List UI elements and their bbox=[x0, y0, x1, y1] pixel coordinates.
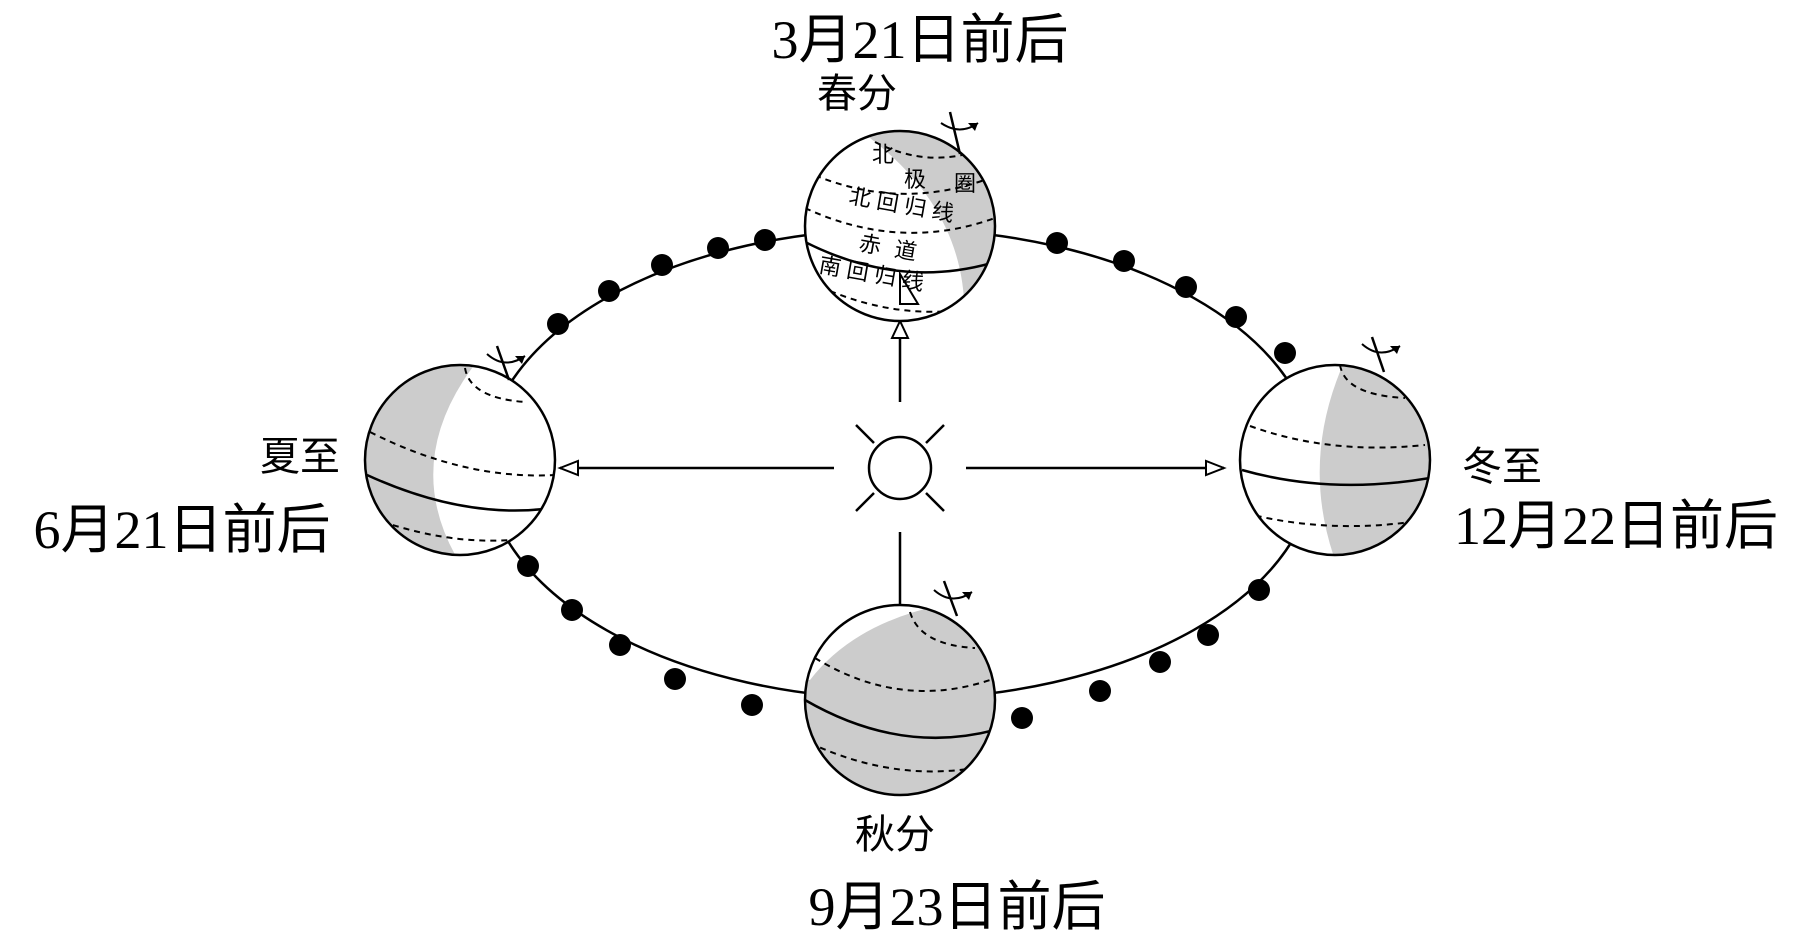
date-summer: 6月21日前后 bbox=[34, 500, 331, 560]
term-autumn: 秋分 bbox=[855, 812, 935, 858]
orbit-dot bbox=[1046, 232, 1068, 254]
label-arctic-3: 圈 bbox=[954, 172, 976, 197]
subsolar-marker bbox=[899, 270, 920, 305]
orbit-dot bbox=[1113, 250, 1135, 272]
date-spring: 3月21日前后 bbox=[772, 10, 1069, 70]
orbit-dot bbox=[1149, 651, 1171, 673]
orbit-dot bbox=[1011, 707, 1033, 729]
night-side bbox=[1319, 365, 1430, 555]
orbit-dots bbox=[517, 229, 1296, 729]
orbit-dot bbox=[547, 313, 569, 335]
night-side bbox=[365, 365, 478, 555]
date-autumn: 9月23日前后 bbox=[809, 877, 1106, 937]
sun-icon bbox=[867, 435, 933, 501]
orbit-dot bbox=[1089, 680, 1111, 702]
ray-arrowhead-top bbox=[890, 318, 910, 339]
ray-arrowhead-left bbox=[557, 459, 579, 477]
orbit-dot bbox=[741, 694, 763, 716]
orbit-dot bbox=[1248, 579, 1270, 601]
globe-autumn bbox=[803, 580, 997, 797]
label-arctic-1: 北 bbox=[872, 143, 894, 168]
orbit-dot bbox=[1175, 276, 1197, 298]
ray-arrowhead-right bbox=[1205, 459, 1227, 477]
orbit-dot bbox=[1225, 306, 1247, 328]
orbit-dot bbox=[664, 668, 686, 690]
orbit-dot bbox=[598, 280, 620, 302]
term-winter: 冬至 bbox=[1462, 444, 1542, 490]
orbit-dot bbox=[517, 555, 539, 577]
orbit-dot bbox=[651, 254, 673, 276]
date-winter: 12月22日前后 bbox=[1454, 496, 1778, 556]
orbit-dot bbox=[707, 237, 729, 259]
orbit-dot bbox=[1274, 342, 1296, 364]
term-spring: 春分 bbox=[817, 71, 897, 117]
orbit-dot bbox=[1197, 624, 1219, 646]
term-summer: 夏至 bbox=[260, 434, 340, 480]
orbit-dot bbox=[561, 599, 583, 621]
globe-winter bbox=[1238, 336, 1432, 557]
sun-rays bbox=[560, 328, 1224, 605]
label-arctic-2: 极 bbox=[904, 168, 926, 193]
globe-summer bbox=[363, 345, 557, 557]
orbit-dot bbox=[754, 229, 776, 251]
globe-spring: 北 极 圈 北回归线 赤道 南回归线 bbox=[803, 111, 997, 323]
orbit-dot bbox=[609, 634, 631, 656]
